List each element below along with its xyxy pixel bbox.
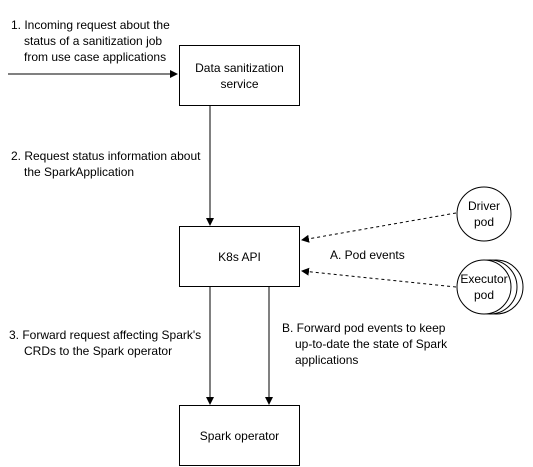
step2-line-2: the SparkApplication: [24, 165, 135, 179]
data-sanitization-service-node: Data sanitization service: [179, 45, 300, 106]
stepB-line-1: B. Forward pod events to keep: [282, 321, 446, 335]
step1-line-3: from use case applications: [24, 50, 167, 64]
k8s-api-label: K8s API: [218, 249, 261, 264]
spark-operator-node: Spark operator: [179, 405, 300, 466]
executor-pod-node: [456, 259, 512, 315]
stepB-line-2: up-to-date the state of Spark: [295, 337, 448, 351]
edge-driver-to-k8s: [301, 212, 457, 243]
step3-line-1: 3. Forward request affecting Spark's: [9, 328, 202, 342]
executor-pod-label: Executor pod: [460, 272, 508, 302]
step2-line-1: 2. Request status information about: [11, 149, 201, 163]
edge-executor-to-k8s: [301, 267, 457, 288]
step3-line-2: CRDs to the Spark operator: [24, 344, 173, 358]
driver-pod-node: [456, 186, 512, 242]
step1-line-1: 1. Incoming request about the: [11, 18, 170, 32]
stepA-annotation: A. Pod events: [330, 248, 405, 262]
data-sanitization-service-label: Data sanitization service: [195, 60, 284, 91]
k8s-api-node: K8s API: [179, 226, 300, 287]
driver-pod-label: Driver pod: [468, 199, 500, 229]
spark-operator-label: Spark operator: [199, 428, 280, 443]
step1-line-2: status of a sanitization job: [24, 34, 163, 48]
stepB-line-3: applications: [295, 353, 359, 367]
